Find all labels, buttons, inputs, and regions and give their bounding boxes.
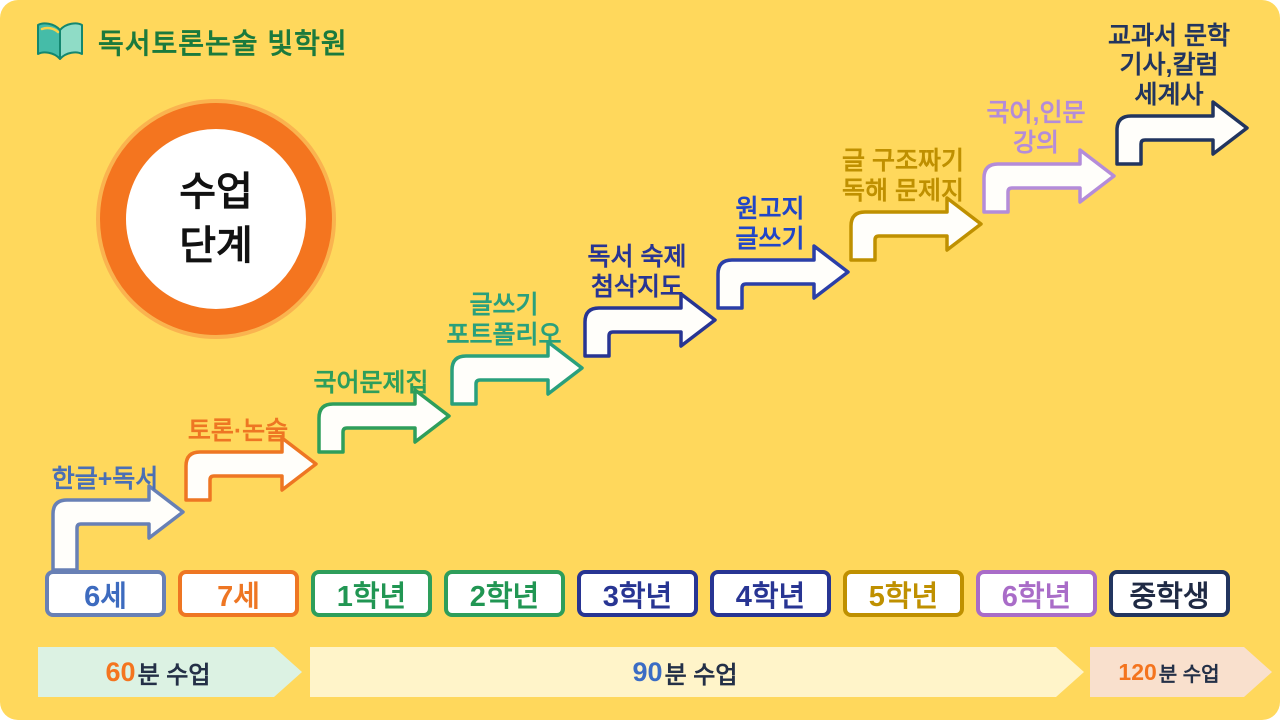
duration-suffix: 분 수업	[137, 661, 211, 689]
duration-arrow-90min: 90 분 수업	[310, 647, 1084, 697]
step-label-4: 글쓰기 포트폴리오	[446, 291, 562, 349]
step-label-6: 원고지 글쓰기	[735, 195, 805, 253]
step-arrow-6	[716, 244, 850, 310]
grade-box-6: 4학년	[710, 570, 831, 617]
duration-arrow-120min: 120 분 수업	[1090, 647, 1272, 697]
grade-box-7: 5학년	[843, 570, 964, 617]
duration-minutes: 90	[632, 656, 663, 687]
step-label-5: 독서 숙제 첨삭지도	[587, 243, 687, 301]
academy-title: 독서토론논술 빛학원	[98, 28, 348, 59]
step-arrow-2	[184, 436, 318, 502]
stage-badge: 수업 단계	[100, 103, 332, 335]
step-label-2: 토론·논술	[187, 416, 289, 445]
step-arrow-9	[1115, 100, 1249, 166]
step-arrow-7	[849, 196, 983, 262]
grade-box-2: 7세	[178, 570, 299, 617]
step-label-3: 국어문제집	[313, 368, 429, 397]
duration-suffix: 분 수업	[664, 661, 738, 689]
duration-minutes: 60	[105, 656, 136, 687]
step-arrow-8	[982, 148, 1116, 214]
grade-box-5: 3학년	[577, 570, 698, 617]
duration-arrow-60min: 60 분 수업	[38, 647, 302, 697]
duration-minutes: 120	[1118, 658, 1157, 685]
step-label-9: 교과서 문학 기사,칼럼 세계사	[1108, 21, 1230, 109]
step-arrow-5	[583, 292, 717, 358]
grade-box-9: 중학생	[1109, 570, 1230, 617]
open-book-icon	[37, 22, 83, 60]
step-arrow-3	[317, 388, 451, 454]
grade-box-1: 6세	[45, 570, 166, 617]
header: 독서토론논술 빛학원	[34, 20, 348, 64]
step-arrow-4	[450, 340, 584, 406]
step-label-7: 글 구조짜기 독해 문제지	[842, 147, 964, 205]
step-arrow-1	[51, 484, 185, 572]
grade-box-3: 1학년	[311, 570, 432, 617]
grade-box-8: 6학년	[976, 570, 1097, 617]
duration-suffix: 분 수업	[1158, 663, 1220, 686]
grade-box-4: 2학년	[444, 570, 565, 617]
step-label-8: 국어,인문 강의	[986, 99, 1086, 157]
step-label-1: 한글+독서	[51, 464, 159, 493]
